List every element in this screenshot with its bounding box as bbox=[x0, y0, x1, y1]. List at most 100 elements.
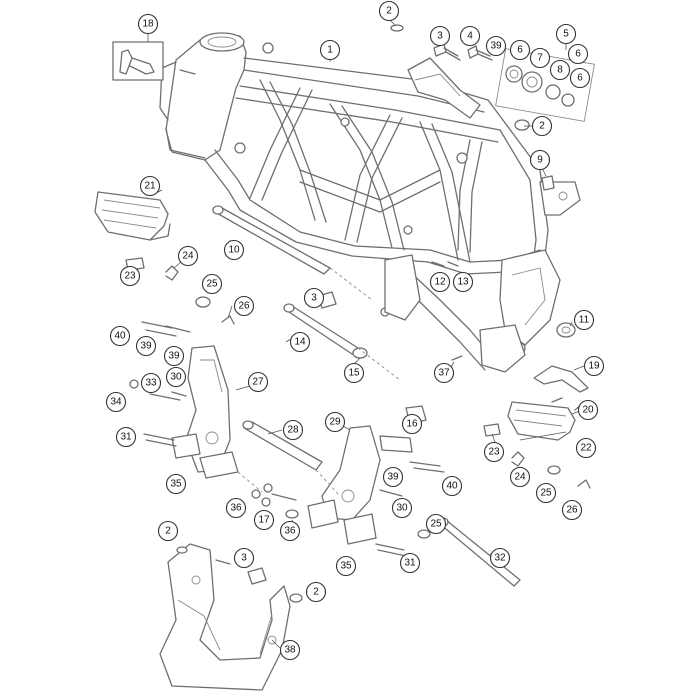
callout-23: 23 bbox=[119, 265, 141, 287]
svg-text:24: 24 bbox=[514, 472, 526, 483]
callout-40: 40 bbox=[441, 475, 463, 497]
svg-text:26: 26 bbox=[238, 301, 250, 312]
callout-40: 40 bbox=[109, 325, 131, 347]
svg-text:9: 9 bbox=[537, 155, 543, 166]
svg-text:18: 18 bbox=[142, 19, 154, 30]
svg-text:25: 25 bbox=[540, 488, 552, 499]
svg-text:3: 3 bbox=[241, 553, 247, 564]
svg-text:3: 3 bbox=[437, 31, 443, 42]
svg-text:37: 37 bbox=[438, 368, 450, 379]
svg-text:23: 23 bbox=[124, 271, 136, 282]
callout-27: 27 bbox=[247, 371, 269, 393]
callout-7: 7 bbox=[529, 47, 551, 69]
callout-14: 14 bbox=[289, 331, 311, 353]
svg-text:35: 35 bbox=[340, 561, 352, 572]
svg-text:7: 7 bbox=[537, 53, 543, 64]
svg-text:17: 17 bbox=[258, 515, 270, 526]
svg-text:27: 27 bbox=[252, 377, 264, 388]
callout-36: 36 bbox=[225, 497, 247, 519]
svg-text:32: 32 bbox=[494, 553, 506, 564]
parts-layer bbox=[94, 24, 595, 691]
svg-text:5: 5 bbox=[563, 29, 569, 40]
svg-text:2: 2 bbox=[313, 587, 319, 598]
svg-text:39: 39 bbox=[140, 341, 152, 352]
svg-text:12: 12 bbox=[434, 277, 446, 288]
callout-16: 16 bbox=[401, 413, 423, 435]
callouts: 1 2 3 4 39 5 6 7 6 8 6 18 2 9 21 10 24 2… bbox=[105, 0, 605, 661]
svg-text:40: 40 bbox=[114, 331, 126, 342]
callout-36: 36 bbox=[279, 520, 301, 542]
svg-text:26: 26 bbox=[566, 505, 578, 516]
callout-30: 30 bbox=[165, 366, 187, 388]
callout-38: 38 bbox=[279, 639, 301, 661]
svg-text:31: 31 bbox=[404, 558, 416, 569]
callout-12: 12 bbox=[429, 271, 451, 293]
svg-text:6: 6 bbox=[517, 45, 523, 56]
callout-30: 30 bbox=[391, 497, 413, 519]
svg-text:20: 20 bbox=[582, 405, 594, 416]
svg-text:22: 22 bbox=[580, 443, 592, 454]
callout-31: 31 bbox=[399, 552, 421, 574]
callout-39: 39 bbox=[382, 466, 404, 488]
callout-8: 8 bbox=[549, 59, 571, 81]
svg-text:25: 25 bbox=[430, 519, 442, 530]
svg-text:13: 13 bbox=[457, 277, 469, 288]
svg-text:25: 25 bbox=[206, 279, 218, 290]
callout-39: 39 bbox=[135, 335, 157, 357]
svg-text:11: 11 bbox=[579, 315, 590, 326]
callout-37: 37 bbox=[433, 362, 455, 384]
callout-5: 5 bbox=[555, 23, 577, 45]
svg-text:30: 30 bbox=[170, 372, 182, 383]
callout-1: 1 bbox=[319, 39, 341, 61]
callout-18: 18 bbox=[137, 13, 159, 35]
svg-text:3: 3 bbox=[311, 293, 317, 304]
svg-text:36: 36 bbox=[230, 503, 242, 514]
callout-3: 3 bbox=[303, 287, 325, 309]
callout-4: 4 bbox=[459, 25, 481, 47]
svg-text:31: 31 bbox=[120, 432, 132, 443]
callout-11: 11 bbox=[573, 309, 595, 331]
callout-35: 35 bbox=[165, 473, 187, 495]
svg-text:2: 2 bbox=[539, 121, 545, 132]
callout-2: 2 bbox=[157, 520, 179, 542]
svg-text:30: 30 bbox=[396, 503, 408, 514]
svg-text:29: 29 bbox=[329, 417, 341, 428]
callout-2: 2 bbox=[378, 0, 400, 22]
callout-9: 9 bbox=[529, 149, 551, 171]
callout-6: 6 bbox=[509, 39, 531, 61]
callout-19: 19 bbox=[583, 355, 605, 377]
svg-text:8: 8 bbox=[557, 65, 563, 76]
callout-33: 33 bbox=[140, 372, 162, 394]
svg-text:2: 2 bbox=[165, 526, 171, 537]
callout-3: 3 bbox=[429, 25, 451, 47]
callout-22: 22 bbox=[575, 437, 597, 459]
callout-25: 25 bbox=[201, 273, 223, 295]
callout-25: 25 bbox=[425, 513, 447, 535]
callout-28: 28 bbox=[282, 419, 304, 441]
svg-text:34: 34 bbox=[110, 397, 122, 408]
svg-text:33: 33 bbox=[145, 378, 157, 389]
callout-35: 35 bbox=[335, 555, 357, 577]
svg-text:1: 1 bbox=[327, 45, 333, 56]
svg-text:28: 28 bbox=[287, 425, 299, 436]
svg-text:39: 39 bbox=[490, 41, 502, 52]
callout-26: 26 bbox=[233, 295, 255, 317]
callout-15: 15 bbox=[343, 362, 365, 384]
svg-text:23: 23 bbox=[488, 447, 500, 458]
callout-10: 10 bbox=[223, 239, 245, 261]
callout-13: 13 bbox=[452, 271, 474, 293]
svg-text:15: 15 bbox=[348, 368, 360, 379]
callout-39: 39 bbox=[163, 345, 185, 367]
callout-25: 25 bbox=[535, 482, 557, 504]
callout-31: 31 bbox=[115, 426, 137, 448]
svg-text:6: 6 bbox=[575, 49, 581, 60]
callout-6: 6 bbox=[569, 67, 591, 89]
callout-32: 32 bbox=[489, 547, 511, 569]
svg-text:16: 16 bbox=[406, 419, 418, 430]
svg-text:35: 35 bbox=[170, 479, 182, 490]
callout-24: 24 bbox=[177, 245, 199, 267]
part-2-washer bbox=[390, 24, 404, 32]
callout-21: 21 bbox=[139, 175, 161, 197]
callout-24: 24 bbox=[509, 466, 531, 488]
